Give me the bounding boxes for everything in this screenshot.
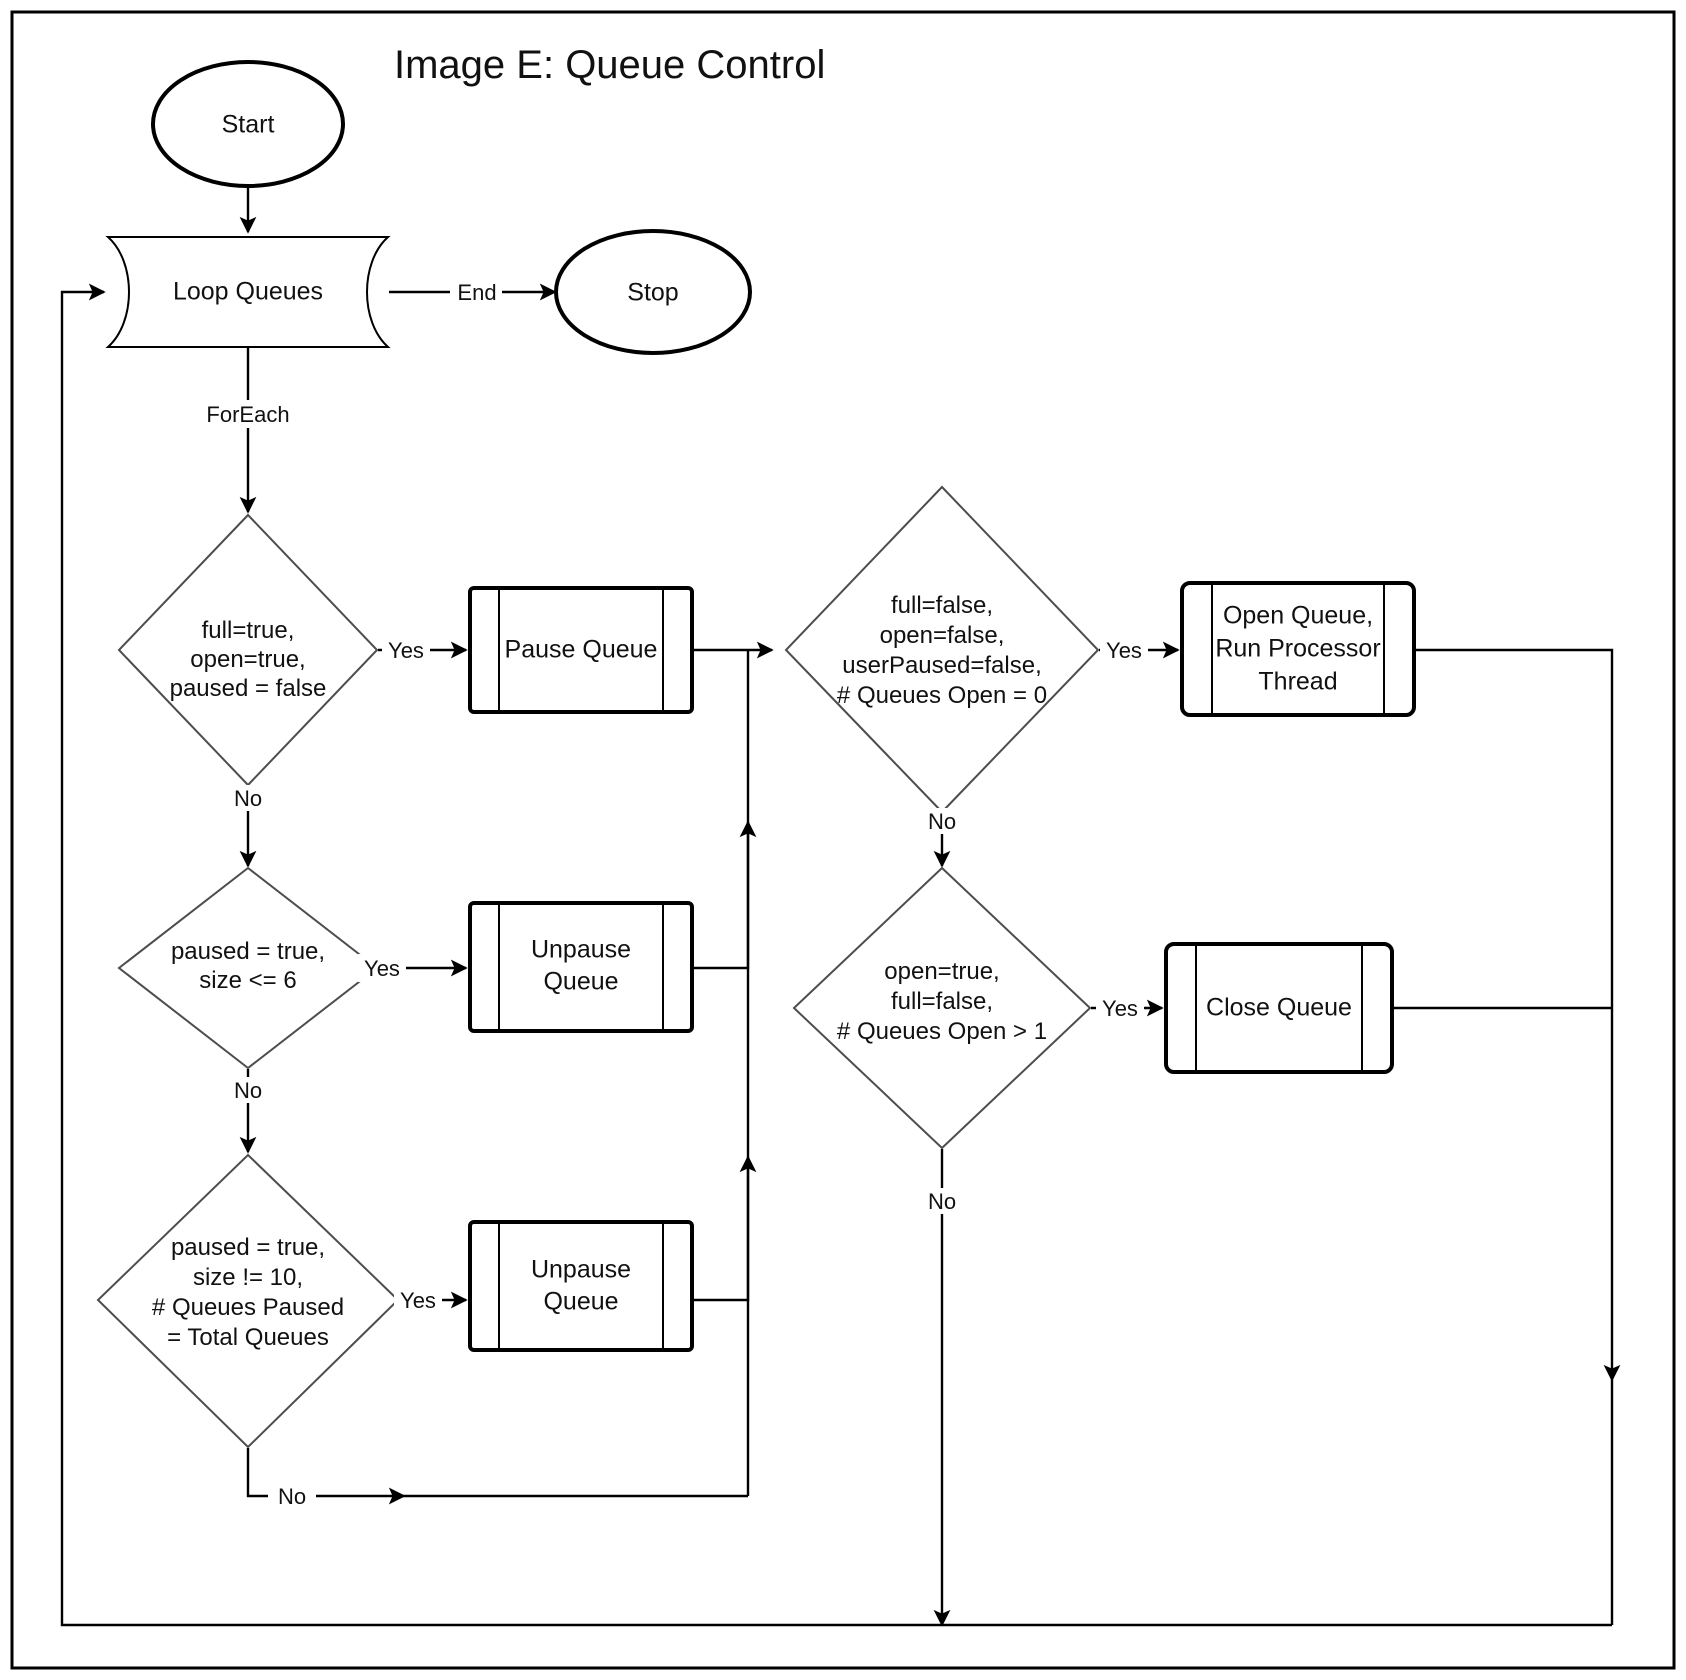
unpause-queue-2-line-1: Queue bbox=[543, 1288, 618, 1316]
unpause-queue-2-box bbox=[468, 1220, 694, 1352]
open-queue-box bbox=[1180, 581, 1416, 717]
decision-5-line-0: open=true, bbox=[884, 958, 999, 985]
decision-3-line-2: # Queues Paused bbox=[152, 1294, 344, 1321]
edge-label-yes4-bg bbox=[1100, 636, 1148, 664]
edge-openqueue-to-right-rail bbox=[1415, 648, 1621, 1382]
page-title: Image E: Queue Control bbox=[394, 43, 825, 87]
decision-2-line-0: paused = true, bbox=[171, 938, 325, 965]
stop-label: Stop bbox=[627, 279, 678, 307]
loop-queues-label: Loop Queues bbox=[173, 278, 323, 306]
decision-1-line-1: open=true, bbox=[190, 646, 305, 673]
decision-4-line-2: userPaused=false, bbox=[842, 652, 1041, 679]
edge-label-foreach-bg bbox=[197, 400, 301, 428]
close-queue-label: Close Queue bbox=[1206, 994, 1352, 1022]
decision-5-line-2: # Queues Open > 1 bbox=[837, 1018, 1047, 1045]
decision-5-line-1: full=false, bbox=[891, 988, 993, 1015]
edge-label-yes-5: Yes bbox=[1102, 996, 1138, 1021]
unpause-queue-1-box bbox=[468, 901, 694, 1033]
pause-queue-label: Pause Queue bbox=[505, 636, 658, 664]
decision-1-line-0: full=true, bbox=[202, 617, 295, 644]
decision-2-diamond bbox=[117, 866, 379, 1070]
edge-label-no-4: No bbox=[928, 809, 956, 834]
edge-label-no3-bg bbox=[268, 1482, 316, 1510]
open-queue-line-1: Run Processor bbox=[1215, 635, 1380, 663]
edge-label-no-3: No bbox=[278, 1484, 306, 1509]
edge-label-no-1: No bbox=[234, 786, 262, 811]
edge-unpause2-to-rail bbox=[693, 1155, 757, 1302]
node-decision-queues-open-gt1: open=true, full=false, # Queues Open > 1 bbox=[792, 866, 1092, 1150]
edge-label-yes-1: Yes bbox=[388, 638, 424, 663]
decision-5-diamond bbox=[792, 866, 1092, 1150]
edge-label-end: End bbox=[457, 280, 496, 305]
open-queue-line-0: Open Queue, bbox=[1223, 602, 1373, 630]
node-open-queue: Open Queue, Run Processor Thread bbox=[1180, 581, 1416, 717]
edge-label-no1-bg bbox=[222, 785, 274, 811]
edge-label-foreach: ForEach bbox=[206, 402, 289, 427]
edge-label-yes5-bg bbox=[1096, 994, 1144, 1022]
unpause-queue-1-line-0: Unpause bbox=[531, 936, 631, 964]
loop-queues-shape bbox=[105, 236, 391, 348]
start-label: Start bbox=[222, 111, 275, 139]
edge-decision3-no bbox=[246, 1448, 406, 1505]
node-stop: Stop bbox=[554, 229, 752, 355]
pause-queue-box bbox=[468, 586, 694, 714]
decision-3-line-0: paused = true, bbox=[171, 1234, 325, 1261]
edge-label-yes-2: Yes bbox=[364, 956, 400, 981]
node-pause-queue: Pause Queue bbox=[468, 586, 694, 714]
decision-4-diamond bbox=[784, 485, 1100, 814]
edge-label-yes3-bg bbox=[394, 1286, 442, 1314]
node-decision-paused-size-ne10: paused = true, size != 10, # Queues Paus… bbox=[96, 1153, 400, 1449]
unpause-queue-2-line-0: Unpause bbox=[531, 1256, 631, 1284]
node-decision-full-open-notpaused: full=true, open=true, paused = false bbox=[117, 513, 379, 787]
node-start: Start bbox=[151, 60, 345, 188]
edge-label-no-5: No bbox=[928, 1189, 956, 1214]
edge-unpause1-to-rail bbox=[693, 820, 757, 970]
node-unpause-queue-1: Unpause Queue bbox=[468, 901, 694, 1033]
page-border bbox=[10, 10, 1676, 1670]
decision-4-line-0: full=false, bbox=[891, 592, 993, 619]
edge-label-no4-bg bbox=[916, 808, 968, 834]
start-ellipse bbox=[151, 60, 345, 188]
decision-2-line-1: size <= 6 bbox=[199, 967, 296, 994]
node-unpause-queue-2: Unpause Queue bbox=[468, 1220, 694, 1352]
decision-3-diamond bbox=[96, 1153, 400, 1449]
decision-4-line-1: open=false, bbox=[880, 622, 1005, 649]
node-decision-queues-open-zero: full=false, open=false, userPaused=false… bbox=[784, 485, 1100, 814]
edge-label-yes2-bg bbox=[358, 954, 406, 982]
node-decision-paused-size-le6: paused = true, size <= 6 bbox=[117, 866, 379, 1070]
edge-label-no-2: No bbox=[234, 1078, 262, 1103]
unpause-queue-1-line-1: Queue bbox=[543, 968, 618, 996]
decision-1-line-2: paused = false bbox=[170, 675, 327, 702]
close-queue-box bbox=[1164, 942, 1394, 1074]
edge-label-no5-bg bbox=[916, 1188, 968, 1214]
edge-label-yes-4: Yes bbox=[1106, 638, 1142, 663]
node-close-queue: Close Queue bbox=[1164, 942, 1394, 1074]
rail-bottom-return bbox=[60, 283, 1612, 1627]
edge-label-end-bg bbox=[450, 278, 502, 306]
decision-3-line-3: = Total Queues bbox=[167, 1324, 329, 1351]
edge-label-yes1-bg bbox=[382, 636, 430, 664]
edge-label-no2-bg bbox=[222, 1077, 274, 1103]
decision-3-line-1: size != 10, bbox=[193, 1264, 303, 1291]
open-queue-line-2: Thread bbox=[1258, 668, 1337, 696]
decision-4-line-3: # Queues Open = 0 bbox=[837, 682, 1047, 709]
edge-label-yes-3: Yes bbox=[400, 1288, 436, 1313]
node-loop-queues: Loop Queues bbox=[105, 236, 391, 348]
stop-ellipse bbox=[554, 229, 752, 355]
